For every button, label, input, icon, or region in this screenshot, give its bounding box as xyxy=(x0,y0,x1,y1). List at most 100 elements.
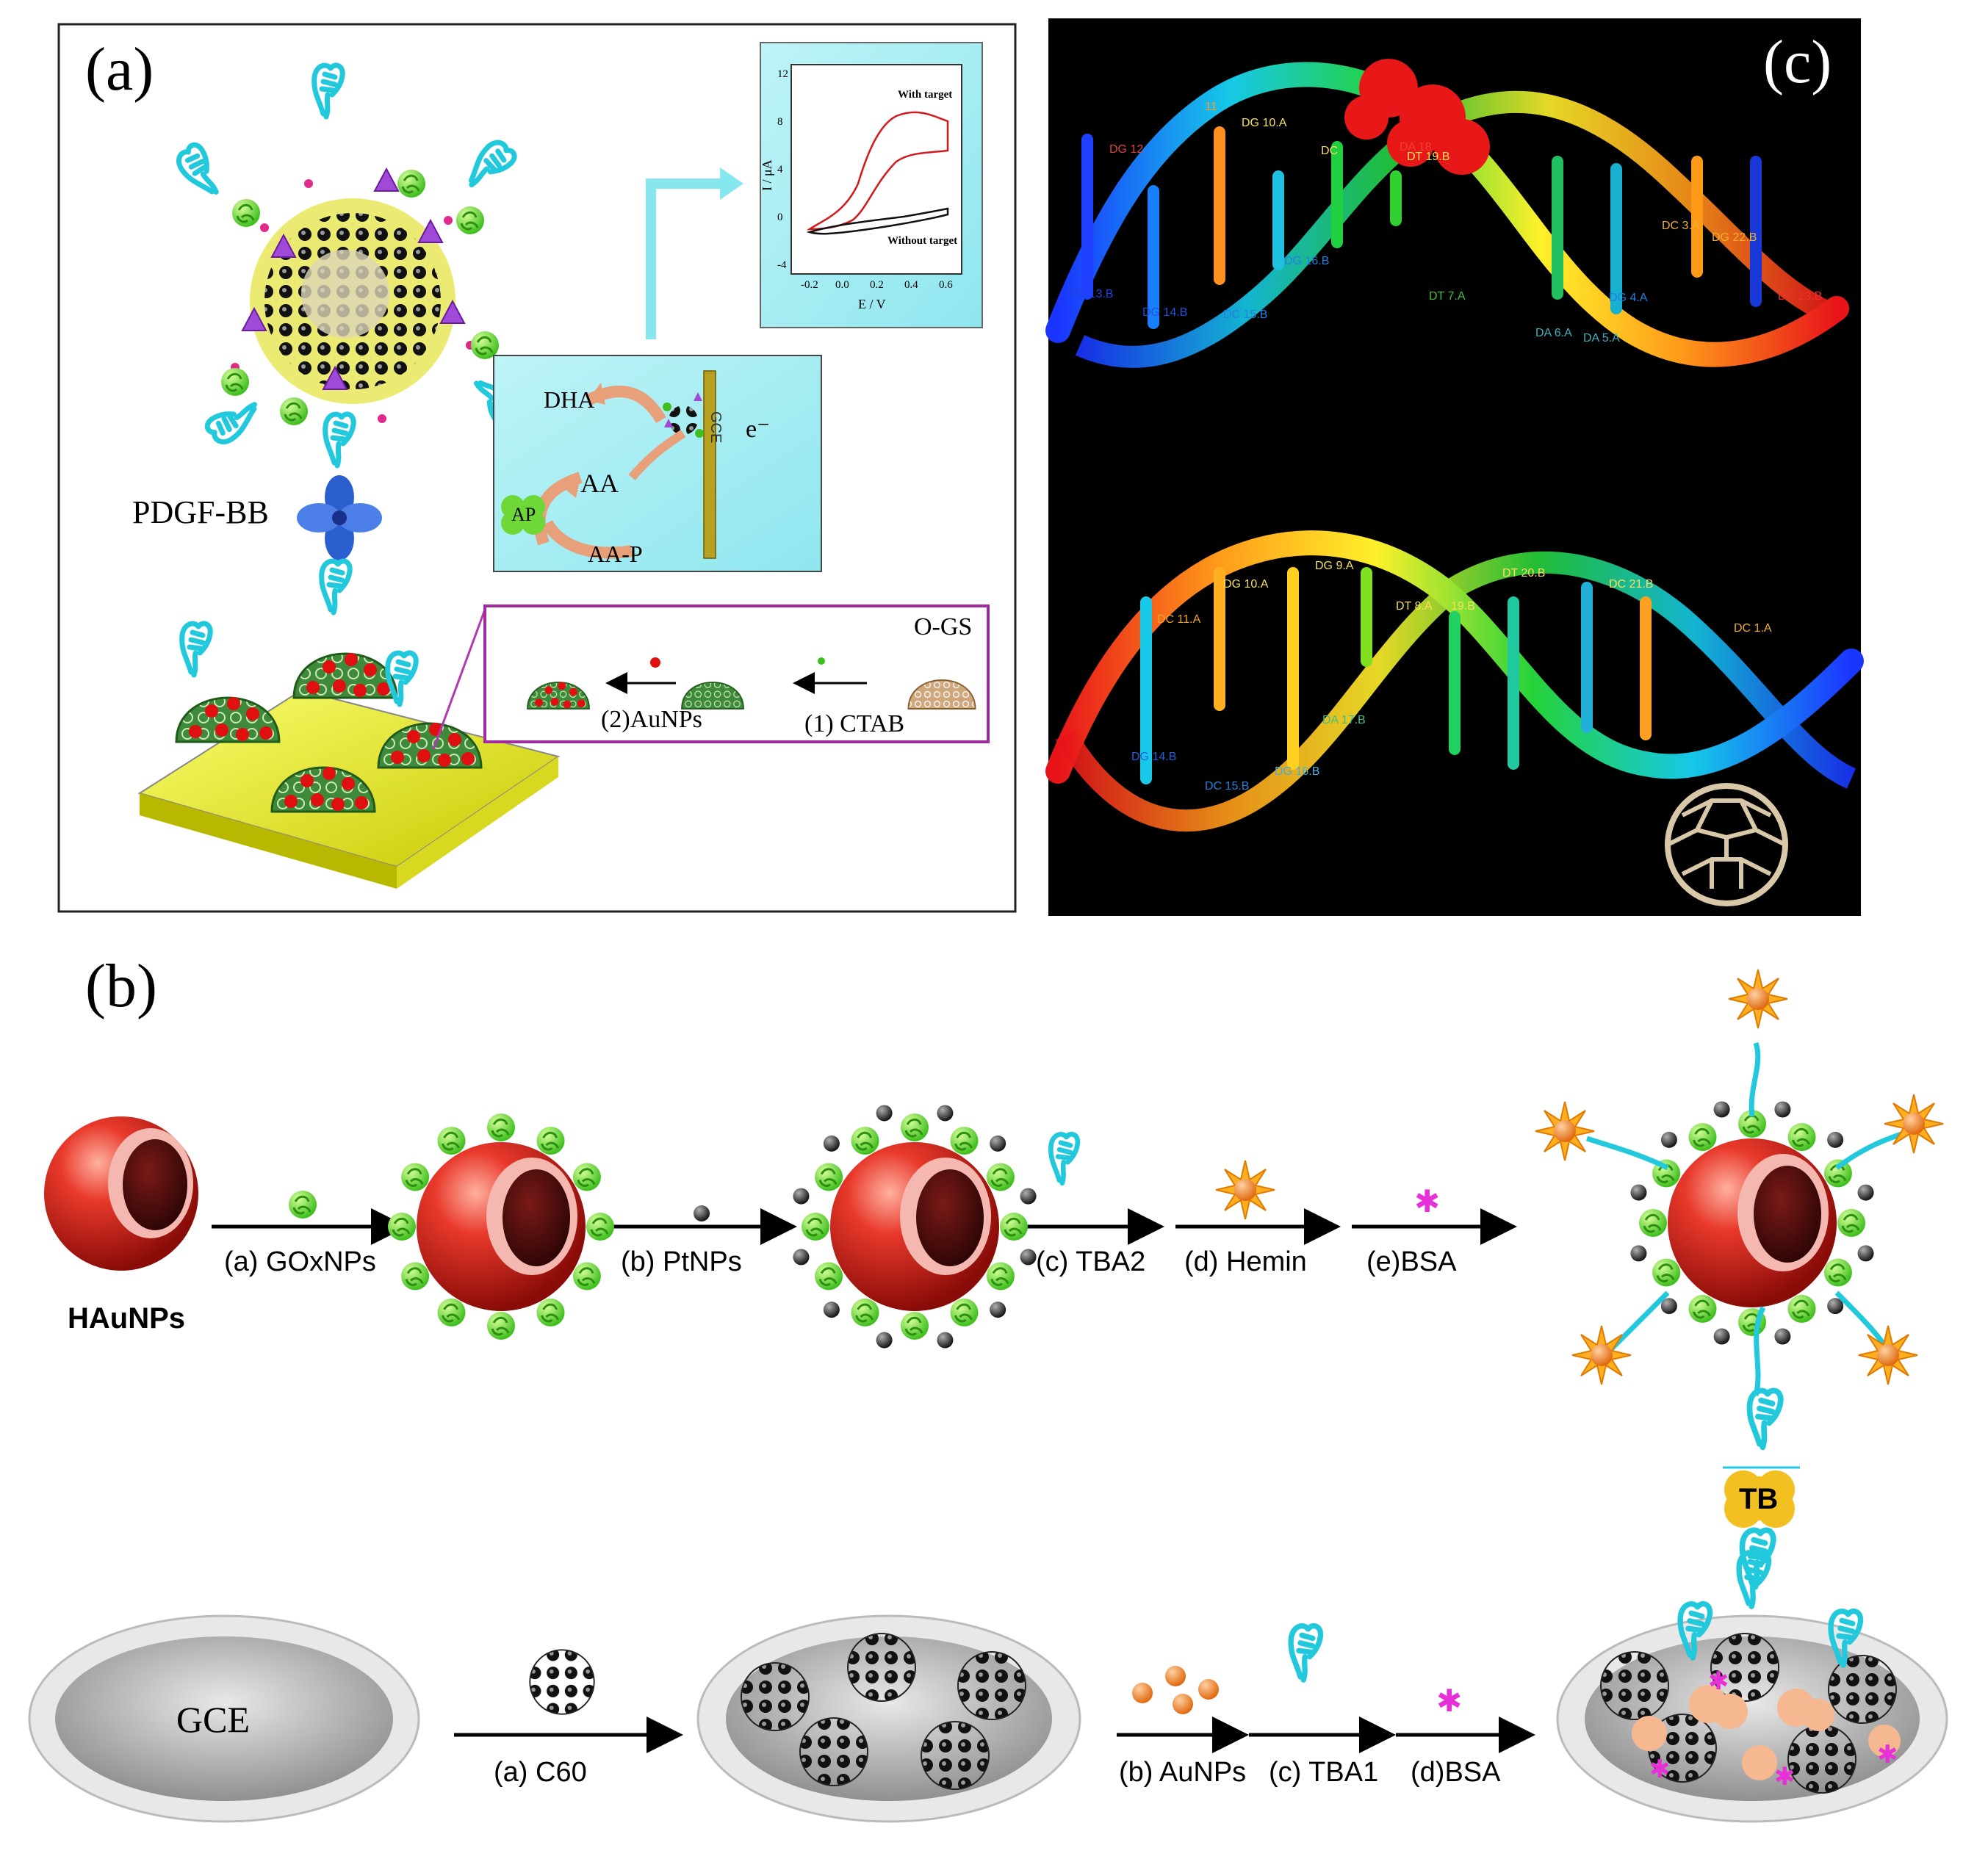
pt-nanoparticle xyxy=(1660,1298,1677,1315)
cv-ytick: 8 xyxy=(777,116,783,128)
step-bsa-label: (e)BSA xyxy=(1366,1246,1457,1277)
gox-nanoparticle xyxy=(436,1125,467,1156)
pt-nanoparticle xyxy=(1857,1184,1874,1201)
gox-nanoparticle xyxy=(1787,1122,1817,1152)
dha-label: DHA xyxy=(544,386,594,413)
step-bsa-bottom-label: (d)BSA xyxy=(1411,1757,1501,1788)
pt-nanoparticle xyxy=(793,1188,810,1205)
panel-a-label: (a) xyxy=(85,35,154,104)
svg-text:✱: ✱ xyxy=(1774,1763,1796,1791)
pt-nanoparticle xyxy=(823,1135,840,1152)
cv-ytick: 4 xyxy=(777,164,783,176)
gox-nanoparticle xyxy=(1688,1293,1718,1324)
gox-nanoparticle xyxy=(899,1310,930,1341)
cv-ytick: 12 xyxy=(777,68,788,80)
gox-nanoparticle xyxy=(1836,1208,1867,1238)
residue-label: DG 10.A xyxy=(1242,117,1287,129)
gox-nanoparticle xyxy=(800,1211,831,1242)
gox-nanoparticle xyxy=(1688,1122,1718,1152)
tba1-icon xyxy=(1291,1626,1320,1681)
gox-nanoparticle xyxy=(436,1297,467,1328)
pt-nanoparticle xyxy=(1713,1328,1730,1345)
top-step-labels: (a) GOxNPs (b) PtNPs (c) TBA2 (d) Hemin … xyxy=(224,1246,1457,1277)
pdgf-bb-label: PDGF-BB xyxy=(132,494,269,530)
cv-without-target-curve xyxy=(806,207,949,235)
residue-label: DC 3.A xyxy=(1662,220,1700,232)
final-probe-particle xyxy=(1668,1138,1837,1307)
c60-molecule xyxy=(1665,783,1788,906)
gce-bare-electrode xyxy=(28,1614,420,1823)
gox-nanoparticle xyxy=(985,1261,1016,1291)
residue-label: DC 23.B xyxy=(1778,290,1822,303)
pt-nanoparticle xyxy=(1774,1328,1791,1345)
residue-label: DC 1.A xyxy=(1734,622,1772,635)
cv-ylabel: I / μA xyxy=(760,159,774,191)
haunps-label: HAuNPs xyxy=(68,1302,185,1335)
step-tba1-label: (c) TBA1 xyxy=(1269,1757,1378,1788)
pt-nanoparticle xyxy=(990,1302,1006,1318)
gox-pt-ring xyxy=(793,1105,1037,1349)
bsa-icon-bottom: ✱ xyxy=(1436,1683,1462,1718)
cv-xtick: 0.6 xyxy=(939,279,953,291)
c60-icon xyxy=(529,1649,595,1715)
cv-xtick: 0.2 xyxy=(870,279,884,291)
step-hemin-label: (d) Hemin xyxy=(1184,1246,1307,1277)
gox-nanoparticle xyxy=(386,1211,417,1242)
aunps-step-label: (2)AuNPs xyxy=(601,706,702,733)
gce-c60-electrode xyxy=(696,1614,1081,1823)
gox-nanoparticle xyxy=(1651,1257,1682,1288)
residue-label: 19.B xyxy=(1451,600,1475,613)
gox-nanoparticle xyxy=(400,1261,431,1291)
gox-nanoparticle xyxy=(536,1125,566,1156)
goxnp-icon xyxy=(287,1189,318,1220)
gce-label-bottom: GCE xyxy=(176,1699,250,1740)
residue-label: DC xyxy=(1321,145,1338,157)
residue-label: DG 4.A xyxy=(1609,292,1648,304)
residue-label: DA 18 xyxy=(1400,141,1432,154)
gox-nanoparticle xyxy=(486,1112,516,1143)
tb-thrombin: TB xyxy=(1724,1470,1795,1528)
residue-label: DC 15.B xyxy=(1205,780,1249,793)
step-tba2-label: (c) TBA2 xyxy=(1036,1246,1145,1277)
gox-nanoparticle xyxy=(572,1162,602,1192)
final-electrode: ✱ ✱ ✱ ✱ xyxy=(1556,1553,1948,1823)
final-probe-ring xyxy=(1630,1101,1874,1345)
residue-label: DC 11.A xyxy=(1157,613,1201,626)
pt-nanoparticle xyxy=(1713,1101,1730,1118)
residue-label: DG 10.A xyxy=(1223,578,1269,591)
haunp-gox-pt-particle xyxy=(830,1142,999,1311)
gox-nanoparticle xyxy=(899,1112,930,1143)
cv-without-target-label: Without target xyxy=(887,235,957,247)
residue-label: DT 7.A xyxy=(1429,290,1466,303)
ogs-label: O-GS xyxy=(914,613,972,640)
residue-label: DG 9.A xyxy=(1315,560,1354,572)
gox-nanoparticle xyxy=(1823,1158,1854,1188)
pt-nanoparticle xyxy=(990,1135,1006,1152)
gox-nanoparticle xyxy=(850,1125,880,1156)
cv-xtick: -0.2 xyxy=(801,279,818,291)
panel-b: (b) HAuNPs (a) GOxNPs (b) PtNPs (c) TBA2… xyxy=(28,952,1948,1823)
pt-nanoparticle xyxy=(937,1332,954,1349)
pt-nanoparticle xyxy=(937,1105,954,1122)
pdgf-bb-protein xyxy=(297,475,382,560)
residue-label: DA 5.A xyxy=(1583,332,1620,344)
ap-label: AP xyxy=(511,504,536,525)
electron-label: e⁻ xyxy=(746,416,770,443)
pt-nanoparticle xyxy=(1857,1245,1874,1262)
panel-a: (a) xyxy=(57,23,1017,913)
gox-nanoparticle xyxy=(998,1211,1029,1242)
gox-nanoparticle xyxy=(813,1162,844,1192)
pt-nanoparticle xyxy=(793,1249,810,1266)
step-aunps-label: (b) AuNPs xyxy=(1119,1757,1246,1788)
ctab-step-label: (1) CTAB xyxy=(804,710,904,737)
gox-nanoparticle xyxy=(949,1297,979,1328)
aunp-icon xyxy=(1132,1666,1219,1714)
svg-text:✱: ✱ xyxy=(1877,1741,1898,1769)
gox-nanoparticle xyxy=(536,1297,566,1328)
residue-label: DA 6.A xyxy=(1535,327,1572,339)
residue-label: DC 13.B xyxy=(1069,288,1113,300)
